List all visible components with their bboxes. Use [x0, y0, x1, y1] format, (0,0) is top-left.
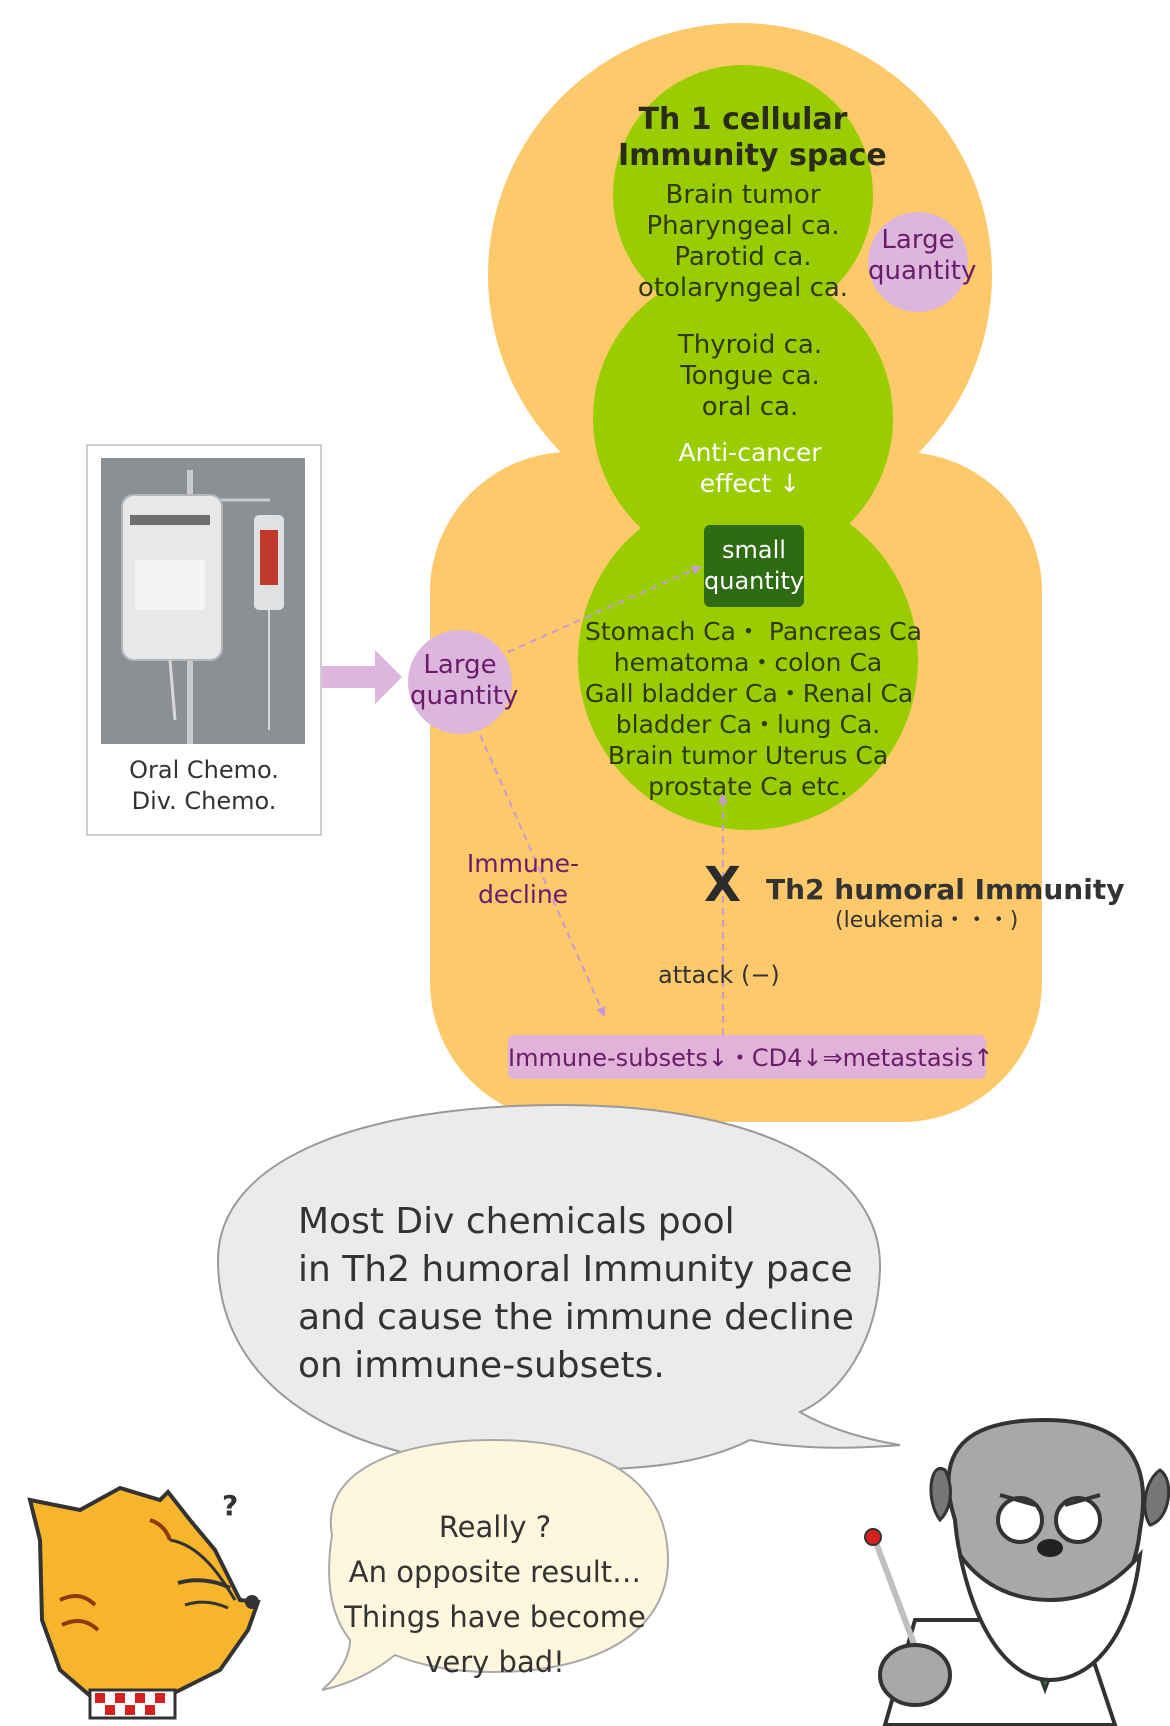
- th1-cancer-list-mid: Thyroid ca. Tongue ca. oral ca.: [640, 330, 860, 423]
- doctor-speech-text: Most Div chemicals pool in Th2 humoral I…: [298, 1198, 854, 1390]
- cat-speech-line-3: Things have become: [344, 1600, 646, 1634]
- th1-title: Th 1 cellular Immunity space: [618, 102, 887, 174]
- th2-title: Th2 humoral Immunity: [766, 873, 1125, 906]
- chemo-panel: [86, 444, 322, 836]
- large-quantity-circle-left: [408, 630, 512, 734]
- chemo-arrow: [320, 650, 402, 704]
- large-quantity-left-label: Large quantity: [410, 650, 519, 712]
- small-quantity-line-2: quantity: [704, 567, 805, 595]
- cancer-thyroid: Thyroid ca.: [677, 330, 823, 360]
- iv-bag-photo: [101, 458, 305, 744]
- speech-bubble-cat: [321, 1438, 670, 1691]
- cancer-gallbladder-renal: Gall bladder Ca・Renal Ca: [585, 679, 914, 708]
- cancer-brain-tumor: Brain tumor: [665, 180, 821, 210]
- attack-label: attack (−): [658, 961, 780, 989]
- anti-cancer-line-2: effect ↓: [699, 469, 801, 498]
- cancer-parotid: Parotid ca.: [674, 242, 812, 272]
- cancer-otolaryngeal: otolaryngeal ca.: [637, 273, 849, 303]
- arrow-to-small-quantity: [507, 565, 702, 653]
- small-quantity-label: small quantity: [704, 535, 804, 597]
- large-quantity-top-line-2: quantity: [868, 256, 977, 286]
- cat-speech-line-2: An opposite result…: [348, 1555, 642, 1589]
- doctor-speech-line-4: on immune-subsets.: [298, 1345, 665, 1386]
- doctor-speech-line-2: in Th2 humoral Immunity pace: [298, 1249, 853, 1290]
- th1-cancer-list-top: Brain tumor Pharyngeal ca. Parotid ca. o…: [618, 180, 868, 304]
- doctor-dog-character: [864, 1417, 1170, 1726]
- anti-cancer-label: Anti-cancer effect ↓: [640, 437, 860, 499]
- block-x-icon: X: [704, 857, 742, 913]
- anti-cancer-line-1: Anti-cancer: [678, 438, 822, 467]
- large-quantity-left-line-2: quantity: [410, 681, 519, 711]
- th1-title-line-1: Th 1 cellular: [638, 102, 848, 137]
- green-circle-bottom: [578, 490, 918, 830]
- chemo-caption: Oral Chemo. Div. Chemo.: [86, 755, 322, 817]
- cancer-pharyngeal: Pharyngeal ca.: [646, 211, 840, 241]
- cancer-stomach-pancreas: Stomach Ca・ Pancreas Ca: [585, 617, 922, 646]
- cancer-brain-uterus: Brain tumor Uterus Ca: [607, 741, 889, 770]
- large-quantity-circle-top: [868, 212, 968, 312]
- doctor-speech-line-1: Most Div chemicals pool: [298, 1201, 735, 1242]
- small-quantity-box: [704, 525, 804, 607]
- green-circle-middle: [593, 268, 893, 568]
- small-quantity-line-1: small: [722, 536, 786, 564]
- cat-speech-line-1: Really ?: [438, 1510, 552, 1544]
- th2-cancer-list: Stomach Ca・ Pancreas Ca hematoma・colon C…: [585, 616, 922, 802]
- large-quantity-top-line-1: Large: [881, 225, 955, 255]
- th2-subtitle: (leukemia・・・): [835, 908, 1019, 933]
- cancer-prostate: prostate Ca etc.: [648, 772, 848, 801]
- oral-chemo-label: Oral Chemo.: [129, 756, 279, 784]
- green-cancer-circles: [578, 65, 918, 830]
- green-circle-top: [613, 65, 873, 325]
- cat-question-mark: ?: [222, 1489, 239, 1522]
- th1-title-line-2: Immunity space: [618, 138, 887, 173]
- large-quantity-top-label: Large quantity: [868, 225, 977, 287]
- cancer-hematoma-colon: hematoma・colon Ca: [613, 648, 883, 677]
- cancer-oral: oral ca.: [701, 392, 799, 422]
- cat-speech-line-4: very bad!: [425, 1645, 565, 1679]
- cancer-bladder-lung: bladder Ca・lung Ca.: [615, 710, 881, 739]
- immune-decline-label: Immune- decline: [460, 848, 586, 910]
- doctor-speech-line-3: and cause the immune decline: [298, 1297, 854, 1338]
- cancer-tongue: Tongue ca.: [680, 361, 820, 391]
- subsets-bar: [508, 1035, 986, 1079]
- subsets-bar-text: Immune-subsets↓・CD4↓⇒metastasis↑: [508, 1044, 994, 1072]
- cat-character: [27, 1485, 261, 1720]
- cat-speech-text: Really ? An opposite result… Things have…: [340, 1505, 650, 1685]
- immune-decline-line-2: decline: [477, 880, 569, 909]
- large-quantity-left-line-1: Large: [423, 650, 497, 680]
- immune-decline-line-1: Immune-: [466, 849, 580, 878]
- arrow-immune-decline: [479, 734, 606, 1017]
- div-chemo-label: Div. Chemo.: [131, 787, 277, 815]
